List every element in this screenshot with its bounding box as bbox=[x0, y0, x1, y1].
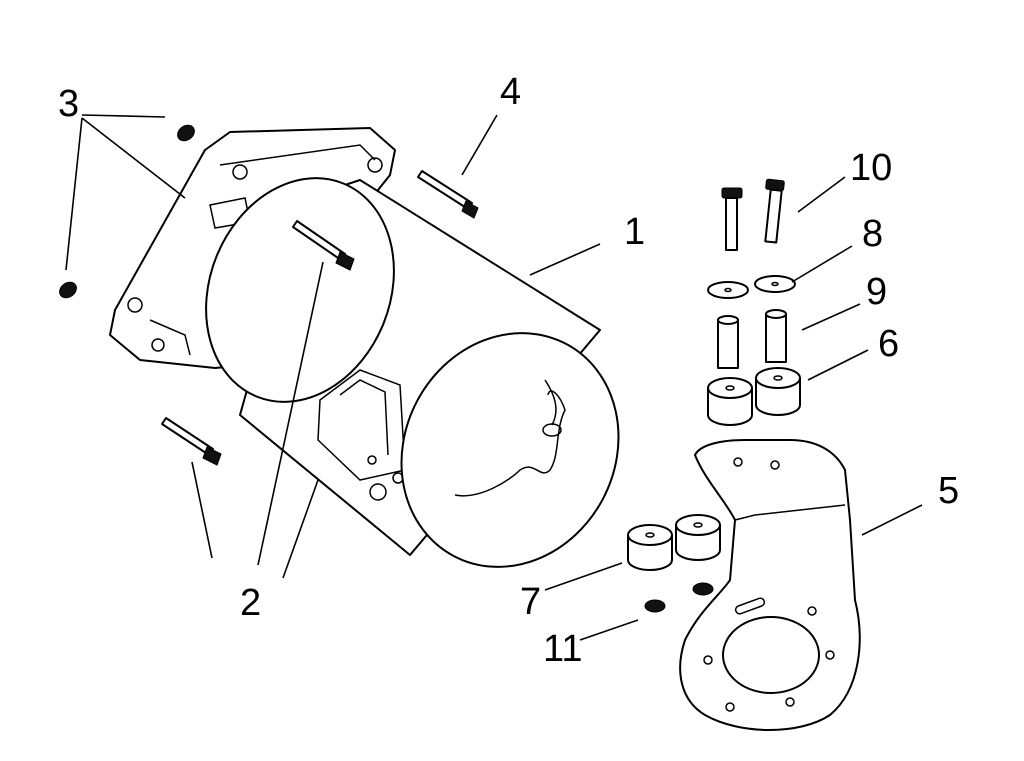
bracket-part-5 bbox=[679, 439, 861, 731]
label-part-9: 9 bbox=[866, 271, 887, 313]
nut-part-11 bbox=[644, 582, 714, 613]
bolt-part-2-upper bbox=[292, 220, 355, 271]
label-part-2: 2 bbox=[240, 582, 261, 624]
bolt-part-4 bbox=[417, 170, 479, 219]
label-part-8: 8 bbox=[862, 213, 883, 255]
housing-part-1 bbox=[109, 127, 620, 568]
washer-part-8 bbox=[707, 275, 796, 299]
label-part-5: 5 bbox=[938, 470, 959, 512]
sleeve-part-9 bbox=[717, 309, 787, 369]
bolt-part-10 bbox=[721, 178, 785, 251]
bolt-part-2-lower bbox=[161, 417, 222, 466]
label-part-10: 10 bbox=[850, 147, 892, 189]
callout-labels: 3 4 1 2 10 8 9 6 5 7 11 bbox=[58, 71, 959, 670]
bushing-part-7 bbox=[627, 514, 721, 571]
bushing-part-6 bbox=[707, 367, 801, 426]
label-part-7: 7 bbox=[520, 581, 541, 623]
label-part-1: 1 bbox=[624, 211, 645, 253]
label-part-4: 4 bbox=[500, 71, 521, 113]
label-part-6: 6 bbox=[878, 323, 899, 365]
label-part-11: 11 bbox=[543, 628, 582, 670]
nut-part-3-top bbox=[177, 124, 195, 142]
nut-part-3-left bbox=[59, 281, 77, 299]
leader-lines bbox=[65, 114, 923, 641]
label-part-3: 3 bbox=[58, 83, 79, 125]
